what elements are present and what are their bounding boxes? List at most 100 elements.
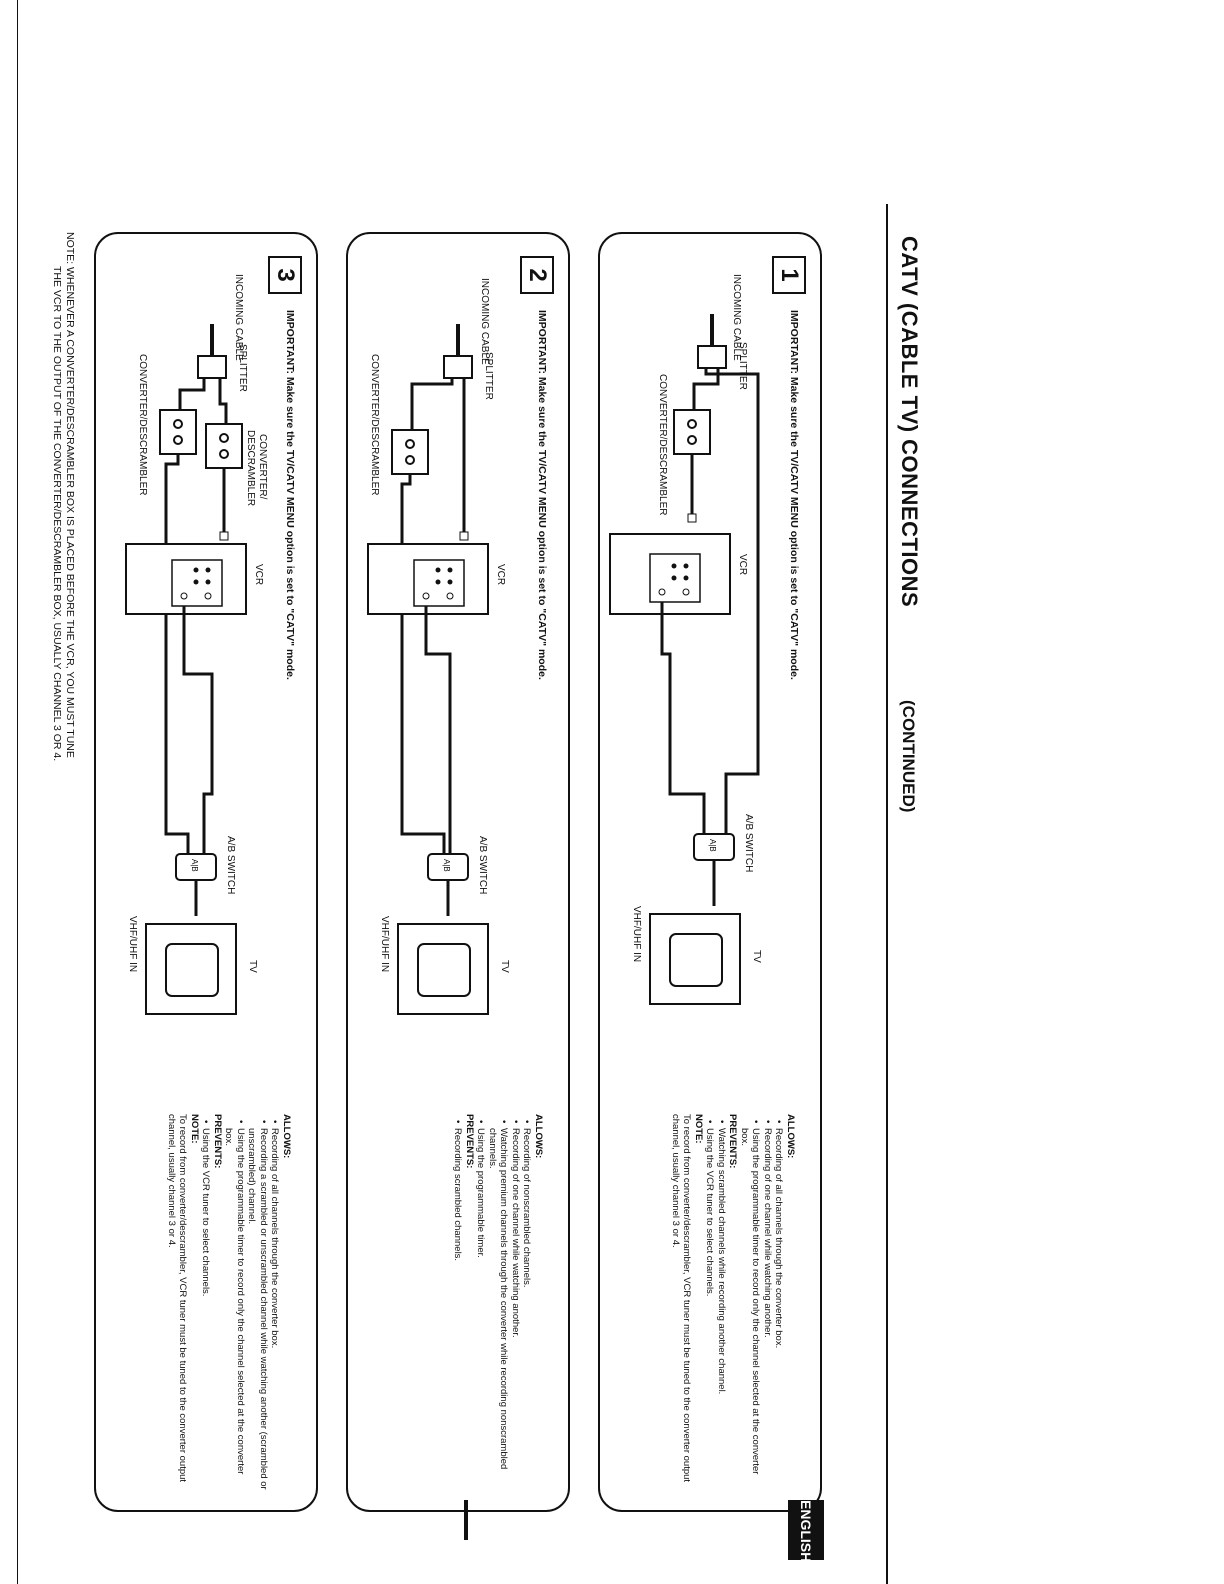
- converter-port-in: [687, 419, 697, 429]
- list-item: Watching scrambled channels while record…: [716, 1122, 727, 1494]
- tv-in-label: VHF/UHF IN: [379, 916, 390, 972]
- converter-port-out: [405, 455, 415, 465]
- prevents-list: Watching scrambled channels while record…: [704, 1114, 728, 1494]
- allows-list: Recording of all channels through the co…: [739, 1114, 785, 1494]
- allows-heading: ALLOWS:: [281, 1114, 292, 1159]
- converter-b-label: CONVERTER/DESCRAMBLER: [137, 354, 148, 496]
- splitter-label: SPLITTER: [737, 342, 748, 390]
- list-item: Recording of all channels through the co…: [773, 1122, 785, 1494]
- note-text: To record from converter/descrambler, VC…: [670, 1114, 693, 1483]
- incoming-cable-label: INCOMING CABLE: [731, 274, 742, 361]
- splitter-icon: [443, 355, 473, 379]
- list-item: Recording a scrambled or unscrambled cha…: [246, 1122, 270, 1494]
- wiring-diagram: INCOMING CABLE SPLITTER CONVERTER/ DESCR…: [125, 274, 268, 1015]
- connection-panel-1: 1 IMPORTANT: Make sure the TV/CATV MENU …: [598, 232, 822, 1512]
- converter-port-in: [173, 419, 183, 429]
- prevents-heading: PREVENTS:: [727, 1114, 739, 1169]
- list-item: Using the VCR tuner to select channels.: [200, 1122, 212, 1494]
- list-item: Watching premium channels through the co…: [487, 1122, 510, 1494]
- page-subtitle: (CONTINUED): [899, 700, 918, 813]
- list-item: Using the VCR tuner to select channels.: [704, 1122, 716, 1494]
- splitter-to-converter-wire: [410, 378, 454, 430]
- converter-to-switch-wire: [400, 474, 446, 854]
- ab-switch-face: A|B: [190, 859, 199, 872]
- converter-port-out: [687, 435, 697, 445]
- allows-heading: ALLOWS:: [785, 1114, 796, 1159]
- list-item: Using the programmable timer to record o…: [739, 1122, 762, 1494]
- ab-switch-label: A/B SWITCH: [743, 814, 754, 872]
- note-heading: NOTE:: [189, 1114, 200, 1144]
- connection-panel-3: 3 IMPORTANT: Make sure the TV/CATV MENU …: [94, 232, 318, 1512]
- footnote-line-2: THE VCR TO THE OUTPUT OF THE CONVERTER/D…: [51, 266, 63, 762]
- ab-switch-face: A|B: [442, 859, 451, 872]
- converter-port-in: [219, 433, 229, 443]
- splitter-bypass-wire: [704, 368, 760, 834]
- splitter-to-converter-a-wire: [218, 378, 228, 424]
- vcr-to-switch-wire: [660, 602, 706, 834]
- ab-switch-label: A/B SWITCH: [225, 836, 236, 894]
- tv-screen: [669, 933, 723, 987]
- prevents-heading: PREVENTS:: [212, 1114, 223, 1169]
- header-rule: [886, 204, 888, 1584]
- list-item: Using the programmable timer to record o…: [223, 1122, 247, 1494]
- splitter-icon: [697, 345, 727, 369]
- vcr-to-switch-wire: [182, 606, 214, 854]
- prevents-list: Using the VCR tuner to select channels.: [200, 1114, 212, 1494]
- converter-icon: [159, 409, 197, 455]
- page-title: CATV (CABLE TV) CONNECTIONS: [897, 236, 922, 608]
- connection-panel-2: 2 IMPORTANT: Make sure the TV/CATV MENU …: [346, 232, 570, 1512]
- converter-icon: [391, 429, 429, 475]
- converter-label: CONVERTER/DESCRAMBLER: [369, 354, 380, 496]
- converter-port-out: [173, 435, 183, 445]
- tv-in-label: VHF/UHF IN: [127, 916, 138, 972]
- tv-screen: [417, 943, 471, 997]
- converter-port-out: [219, 449, 229, 459]
- splitter-label: SPLITTER: [483, 352, 494, 400]
- converter-port-in: [405, 439, 415, 449]
- tv-label: TV: [247, 960, 258, 973]
- ab-switch-face: A|B: [708, 839, 717, 852]
- list-item: Using the programmable timer.: [475, 1122, 487, 1494]
- tv-in-label: VHF/UHF IN: [631, 906, 642, 962]
- wiring-diagram: INCOMING CABLE SPLITTER CONVERTER/DESCRA…: [367, 278, 510, 1015]
- list-item: Recording of nonscrambled channels.: [521, 1122, 533, 1494]
- splitter-icon: [197, 355, 227, 379]
- vcr-to-switch-wire: [424, 606, 452, 854]
- panel-notes: ALLOWS: Recording of all channels throug…: [670, 1114, 796, 1494]
- converter-icon: [205, 423, 243, 469]
- vcr-label: VCR: [495, 564, 506, 585]
- bottom-rule: [17, 0, 18, 1584]
- converter-label: CONVERTER/DESCRAMBLER: [657, 374, 668, 516]
- splitter-to-converter-wire: [692, 368, 720, 410]
- page-marker: [464, 1500, 468, 1540]
- tv-screen: [165, 943, 219, 997]
- incoming-cable-label: INCOMING CABLE: [233, 274, 244, 361]
- splitter-label: SPLITTER: [237, 344, 248, 392]
- allows-heading: ALLOWS:: [533, 1114, 544, 1159]
- wiring-diagram: INCOMING CABLE SPLITTER CONVERTER/DESCRA…: [609, 274, 762, 1005]
- footnote: NOTE: WHENEVER A CONVERTER/DESCRAMBLER B…: [50, 232, 76, 1232]
- list-item: Recording of all channels through the co…: [269, 1122, 281, 1494]
- splitter-to-converter-b-wire: [178, 378, 206, 410]
- converter-icon: [673, 409, 711, 455]
- footnote-line-1: NOTE: WHENEVER A CONVERTER/DESCRAMBLER B…: [64, 232, 76, 758]
- vcr-label: VCR: [737, 554, 748, 575]
- list-item: Recording of one channel while watching …: [510, 1122, 521, 1494]
- list-item: Recording of one channel while watching …: [762, 1122, 773, 1494]
- allows-list: Recording of all channels through the co…: [223, 1114, 281, 1494]
- converter-a-label-1: CONVERTER/: [257, 434, 268, 500]
- converter-to-switch-wire: [164, 454, 190, 854]
- prevents-heading: PREVENTS:: [464, 1114, 475, 1169]
- vcr-label: VCR: [253, 564, 264, 585]
- tv-label: TV: [499, 960, 510, 973]
- ab-switch-label: A/B SWITCH: [477, 836, 488, 894]
- note-heading: NOTE:: [693, 1114, 704, 1144]
- language-badge: ENGLISH: [788, 1500, 824, 1562]
- incoming-cable-label: INCOMING CABLE: [479, 278, 490, 365]
- converter-a-label-2: DESCRAMBLER: [245, 430, 256, 506]
- panel-notes: ALLOWS: Recording of nonscrambled channe…: [452, 1114, 545, 1494]
- tv-label: TV: [751, 950, 762, 963]
- panel-notes: ALLOWS: Recording of all channels throug…: [166, 1114, 292, 1494]
- connector-icon: [687, 513, 697, 523]
